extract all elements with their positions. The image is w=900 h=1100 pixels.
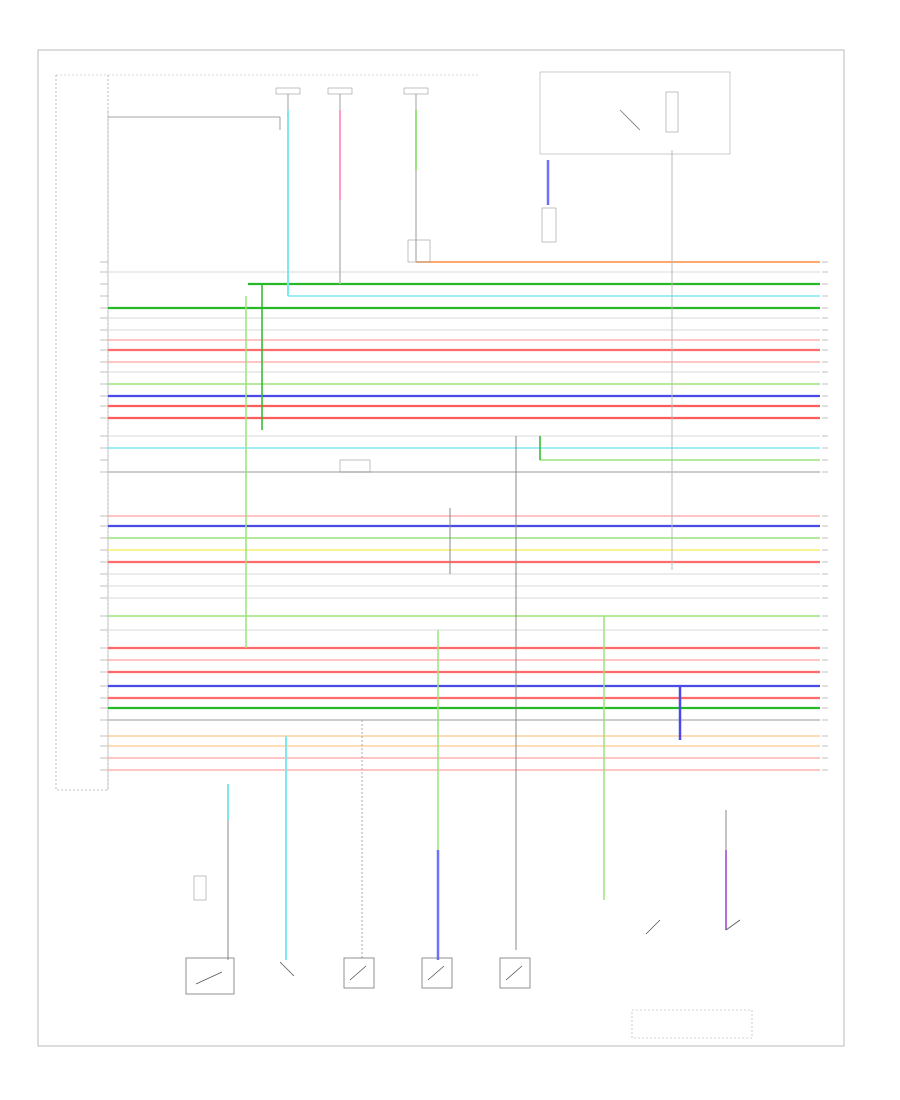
fuse-block-left: [275, 87, 301, 110]
switch-6: [631, 919, 753, 1039]
switch-7: [725, 919, 741, 931]
control-module-outline: [55, 75, 109, 791]
wire-bundle: [108, 261, 820, 771]
diagram-border: [37, 49, 845, 1047]
junction-box-a: [339, 459, 371, 473]
switch-4: [421, 957, 453, 989]
connector-pin-ticks: [100, 261, 828, 771]
switch-5: [499, 957, 531, 989]
fuse-block-center: [327, 87, 353, 110]
fuse-block-right: [403, 87, 429, 110]
relay-box: [539, 71, 731, 243]
switch-1: [185, 875, 235, 995]
switch-3: [343, 957, 375, 989]
switch-2: [279, 961, 295, 977]
junction-box-b: [407, 239, 431, 263]
